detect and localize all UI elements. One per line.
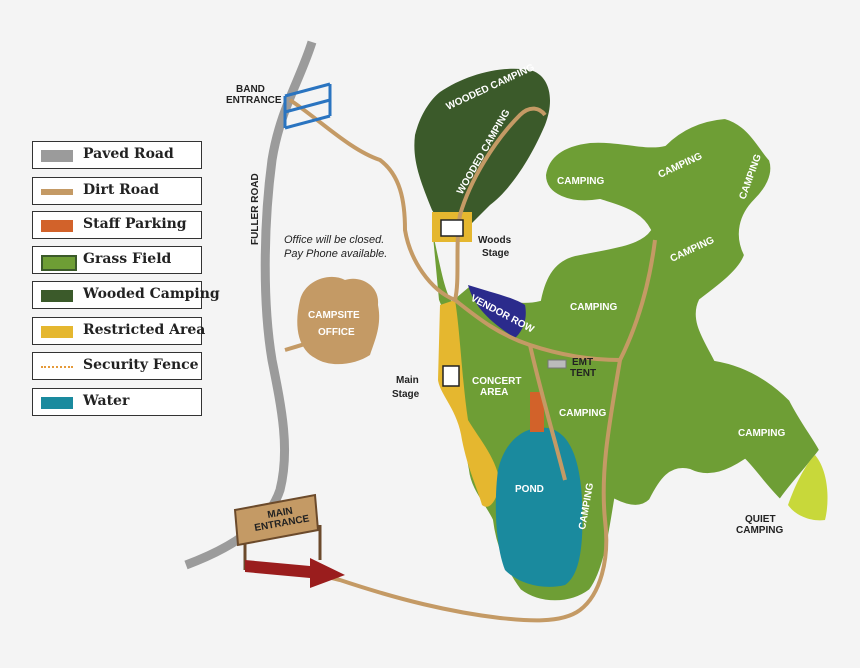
legend-staff-parking: Staff Parking: [32, 211, 202, 239]
legend-swatch: [41, 189, 73, 195]
legend-dirt-road: Dirt Road: [32, 177, 202, 205]
main-stage-label-2: Stage: [392, 389, 420, 400]
main-stage-marker: [442, 365, 460, 387]
water-vendor: [468, 285, 526, 338]
legend-swatch: [41, 326, 73, 338]
quiet-camping-label-2: CAMPING: [736, 525, 783, 536]
office-note-2: Pay Phone available.: [284, 248, 387, 260]
office-note-1: Office will be closed.: [284, 234, 384, 246]
wooded-camping-area: [414, 68, 550, 225]
emt-tent-label: EMT: [572, 357, 593, 368]
legend-swatch: [41, 255, 77, 271]
band-entrance-gate: [283, 82, 332, 130]
camping-label-5: CAMPING: [570, 302, 617, 313]
main-stage-label: Main: [396, 375, 419, 386]
legend-swatch: [41, 220, 73, 232]
legend-water: Water: [32, 388, 202, 416]
legend-label: Dirt Road: [83, 182, 160, 198]
legend-swatch: [41, 290, 73, 302]
legend-grass-field: Grass Field: [32, 246, 202, 274]
legend-label: Paved Road: [83, 146, 174, 162]
woods-stage-label-2: Stage: [482, 248, 510, 259]
legend-wooded-camping: Wooded Camping: [32, 281, 220, 309]
legend-label: Grass Field: [83, 251, 172, 267]
band-entrance-label: BAND: [236, 84, 265, 95]
quiet-camping-area: [788, 455, 828, 521]
legend-swatch: [41, 150, 73, 162]
paved-road: [184, 40, 317, 570]
concert-area-label-2: AREA: [480, 387, 508, 398]
camping-label-7: CAMPING: [738, 428, 785, 439]
legend-swatch: [41, 397, 73, 409]
woods-stage-marker: [440, 219, 464, 237]
legend-swatch: [41, 366, 73, 368]
campsite-office-label-2: OFFICE: [318, 327, 355, 338]
camping-label-6: CAMPING: [559, 408, 606, 419]
emt-tent-marker: [547, 359, 567, 369]
quiet-camping-label: QUIET: [745, 514, 776, 525]
staff-parking: [530, 392, 544, 432]
restricted-area-left: [438, 300, 500, 507]
emt-tent-label-2: TENT: [570, 368, 596, 379]
band-entrance-label-2: ENTRANCE: [226, 95, 282, 106]
woods-stage-label: Woods: [478, 235, 512, 246]
legend-paved-road: Paved Road: [32, 141, 202, 169]
legend-label: Staff Parking: [83, 216, 187, 232]
main-entrance-sign: [233, 493, 322, 570]
legend-label: Restricted Area: [83, 322, 206, 338]
water-pond: [495, 427, 583, 587]
legend-security-fence: Security Fence: [32, 352, 202, 380]
entrance-arrow: [245, 558, 345, 588]
camping-label-1: CAMPING: [557, 176, 604, 187]
pond-label: POND: [515, 484, 544, 495]
dirt-roads: [244, 98, 657, 623]
legend-label: Water: [83, 393, 130, 409]
campsite-office-label: CAMPSITE: [308, 310, 360, 321]
legend-label: Security Fence: [83, 357, 199, 373]
campsite-office-shape: [297, 276, 380, 365]
legend-label: Wooded Camping: [83, 286, 220, 302]
legend-restricted-area: Restricted Area: [32, 317, 206, 345]
concert-area-label: CONCERT: [472, 376, 521, 387]
main-entrance-label: MAIN: [267, 506, 294, 521]
fuller-road-label: FULLER ROAD: [250, 173, 261, 245]
